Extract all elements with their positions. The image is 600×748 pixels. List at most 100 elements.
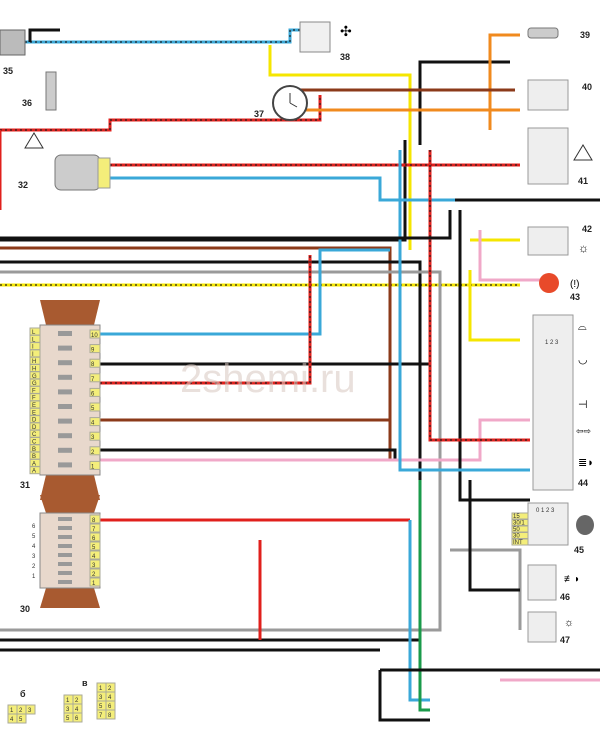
- fuse31-right-pin: 9: [91, 348, 95, 354]
- fuse: [58, 418, 72, 424]
- label-b: б: [20, 689, 26, 699]
- fuse31-left-pin: H: [32, 367, 36, 373]
- connector-pin: 2: [19, 708, 23, 714]
- label-32: 32: [18, 180, 28, 190]
- fuse30-right-pin: 4: [92, 554, 96, 560]
- horn-icon: ⊣: [578, 399, 588, 411]
- fuse: [58, 360, 72, 366]
- fan-relay-38: [299, 21, 331, 53]
- fuse: [58, 553, 72, 557]
- label-35: 35: [3, 66, 13, 76]
- wiper-positions: 1 2 3: [545, 340, 559, 346]
- fuse31-left-pin: D: [32, 418, 37, 424]
- generator-35: [0, 29, 26, 56]
- wire-pink: [478, 230, 540, 282]
- headlight-icon: ≣◗: [578, 457, 594, 469]
- connector-pin: 4: [108, 695, 112, 701]
- fuse30-left-pin: 1: [32, 574, 36, 580]
- label-45: 45: [574, 545, 584, 555]
- fuse: [58, 462, 72, 468]
- wire-black: [378, 670, 430, 722]
- wire-yellow: [268, 45, 412, 250]
- wire-black: [100, 448, 397, 460]
- fuse31-right-pin: 6: [91, 391, 95, 397]
- switch-41: [527, 127, 569, 185]
- fuse31-left-pin: F: [32, 396, 36, 402]
- fuse: [58, 345, 72, 351]
- fuse31-right-pin: 10: [91, 333, 98, 339]
- connector-pin: 5: [19, 717, 23, 723]
- connector-pin: 2: [108, 686, 112, 692]
- label-47: 47: [560, 635, 570, 645]
- label-v: в: [82, 678, 88, 688]
- label-41: 41: [578, 176, 588, 186]
- fan-icon: ✣: [340, 23, 352, 39]
- wire-gray: [0, 270, 442, 632]
- fuse: [58, 562, 72, 566]
- fuse31-left-pin: G: [32, 374, 37, 380]
- fuse: [58, 389, 72, 395]
- fuse31-left-pin: A: [32, 461, 36, 467]
- fuse31-left-pin: F: [32, 388, 36, 394]
- fuse31-left-pin: L: [32, 337, 36, 343]
- ignition-pin: INT: [513, 540, 523, 546]
- fuse: [58, 580, 72, 584]
- wire-black: [28, 28, 60, 42]
- switch-40: [527, 79, 569, 111]
- lamp-icon: ☼: [564, 617, 574, 629]
- label-39: 39: [580, 30, 590, 40]
- fuse31-left-pin: E: [32, 410, 36, 416]
- fuse: [58, 535, 72, 539]
- wire-yellow: [468, 270, 520, 342]
- connector-pin: 5: [66, 716, 70, 722]
- fuse31-left-pin: I: [32, 352, 34, 358]
- connector-pin: 7: [99, 713, 103, 719]
- connector-pin: 4: [75, 707, 79, 713]
- fuse: [58, 517, 72, 521]
- connector-pin: 1: [99, 686, 103, 692]
- washer-icon: ⌓: [578, 321, 587, 333]
- warning-lamp-43: [539, 273, 559, 293]
- hazard-icon: [24, 132, 44, 149]
- fuse: [58, 526, 72, 530]
- fuse: [58, 374, 72, 380]
- light-icon: ☼: [578, 241, 589, 255]
- watermark: 2shemi.ru: [180, 357, 356, 401]
- ignition-positions: 0 1 2 3: [536, 508, 555, 514]
- switch-46: [527, 564, 557, 601]
- label-31: 31: [20, 480, 30, 490]
- fuse31-right-pin: 3: [91, 435, 95, 441]
- switch-42: [527, 226, 569, 256]
- turn-signal-icon: ⇦⇨: [576, 426, 592, 436]
- fuse31-left-pin: C: [32, 440, 37, 446]
- fuse31-right-pin: 2: [91, 450, 95, 456]
- fuse31-left-pin: H: [32, 359, 36, 365]
- fuse: [58, 433, 72, 439]
- label-42: 42: [582, 224, 592, 234]
- fuse30-right-pin: 1: [92, 581, 96, 587]
- ignition-pin: 15: [513, 514, 520, 520]
- fuse31-left-pin: L: [32, 330, 36, 336]
- wire-blue: [110, 176, 520, 202]
- wire-black: [0, 260, 422, 642]
- fuse30-left-pin: 3: [32, 554, 36, 560]
- label-36: 36: [22, 98, 32, 108]
- fuse31-left-pin: I: [32, 345, 34, 351]
- fuse30-left-pin: 5: [32, 534, 36, 540]
- wire-black: [0, 140, 407, 242]
- brake-icon: (!): [570, 279, 579, 290]
- lamp-39: [527, 27, 559, 39]
- switch-47: [527, 611, 557, 643]
- ignition-pin: 50: [513, 527, 520, 533]
- connector-pin: 6: [75, 716, 79, 722]
- fuse30-left-pin: 2: [32, 564, 36, 570]
- fuse30-right-pin: 7: [92, 527, 96, 533]
- fuse30-left-pin: 4: [32, 544, 36, 550]
- fuse30-left-pin: 6: [32, 524, 36, 530]
- label-40: 40: [582, 82, 592, 92]
- connector-pin: 3: [28, 708, 32, 714]
- wire-black: [468, 480, 520, 592]
- sensor-36: [45, 71, 57, 111]
